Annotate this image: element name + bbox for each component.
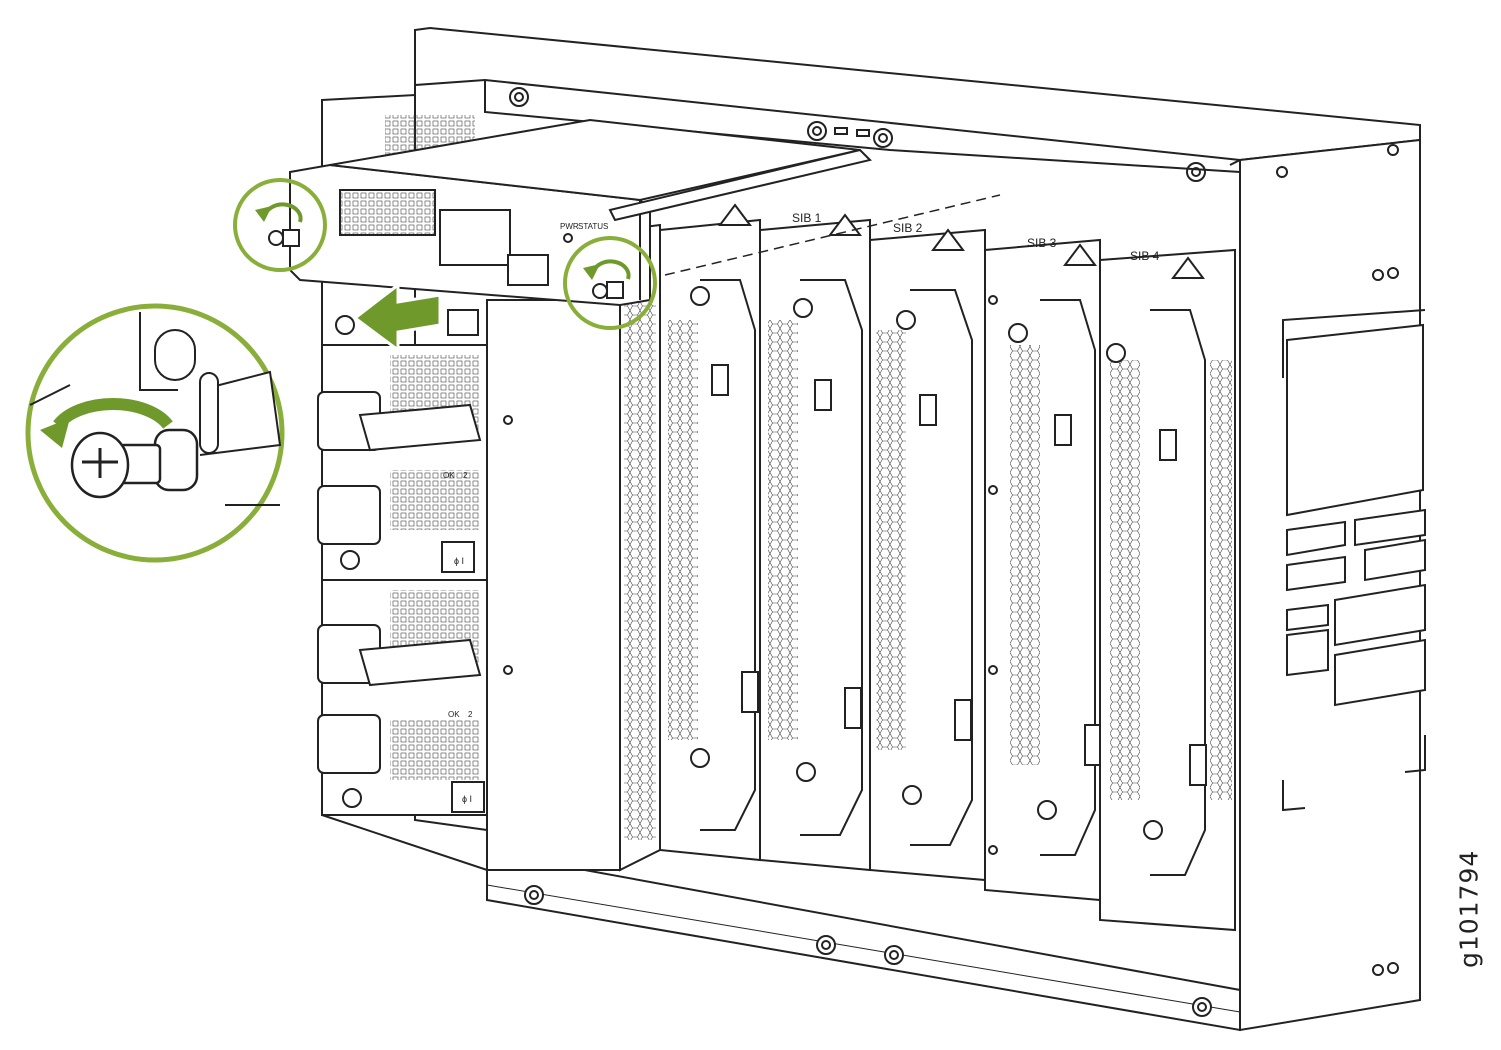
switch-label-upper: ɸ I [454,556,464,566]
chassis-side-panel [1229,138,1426,1032]
sib-label-group: SIB 1 SIB 2 SIB 3 SIB 4 [792,211,1160,263]
card-bay [486,223,661,872]
sib-card-1 [659,203,761,862]
led-label-ok-upper: OK [443,471,455,480]
screw-callout-right [563,236,657,330]
psu-led-labels: OK 2 OK 2 ɸ I ɸ I [443,471,473,804]
removal-arrow [352,281,442,353]
sib-label-3: SIB 3 [1027,236,1057,250]
led-label-2-upper: 2 [463,471,468,480]
sib-label-4: SIB 4 [1130,249,1160,263]
sib-cards [659,194,1236,932]
sib-card-4 [984,238,1102,902]
power-supply-stack [317,93,488,872]
figure-reference-id: g101794 [1454,849,1483,968]
power-supply-3 [317,579,488,816]
sib-card-3 [869,228,986,882]
sib-label-1: SIB 1 [792,211,822,225]
screw-detail-callout [25,303,285,563]
sib-label-2: SIB 2 [893,221,923,235]
power-supply-2 [317,344,488,581]
module-labels: PWR STATUS [560,222,608,231]
screw-callout-left [233,178,327,272]
sib-card-2 [759,213,871,872]
pwr-label: PWR [560,222,579,231]
led-label-2-lower: 2 [468,710,473,719]
sib-card-5 [1099,248,1236,932]
status-label: STATUS [578,222,608,231]
led-label-ok-lower: OK [448,710,460,719]
switch-label-lower: ɸ I [462,794,472,804]
